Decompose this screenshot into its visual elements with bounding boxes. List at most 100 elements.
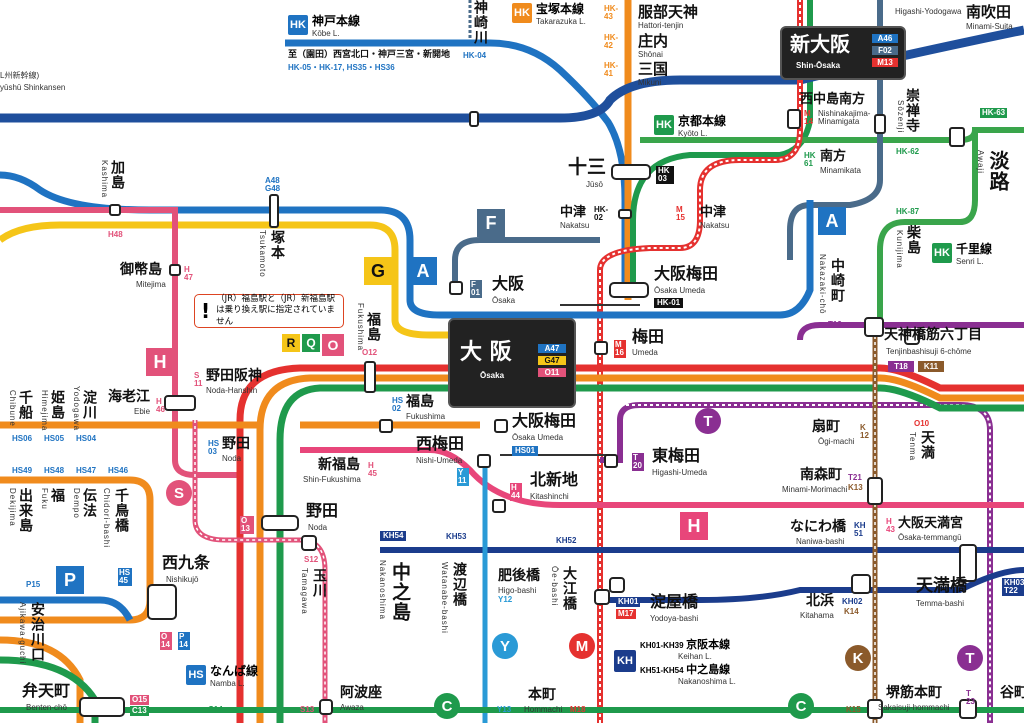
awaji-en: Awaji (976, 150, 985, 174)
yodoyabashi-name: 淀屋橋 (650, 592, 699, 611)
line-a2-badge: A (818, 207, 846, 235)
hattori-name: 服部天神 (638, 3, 699, 21)
line-p-badge: P (56, 566, 84, 594)
nishinakajima-code: M 14 (804, 109, 813, 126)
hankyu-kobe-line (285, 39, 629, 290)
line-h-badge: H (146, 348, 174, 376)
denpo-code: HS47 (76, 466, 97, 475)
kobe-line-name: 神戸本線 (312, 14, 361, 28)
sozenji-name: 崇禅寺 (904, 88, 920, 133)
ogimachi-code: K 12 (860, 423, 869, 440)
bentencho-name: 弁天町 (22, 681, 71, 700)
warning-icon: ! (201, 299, 211, 323)
shin-osaka-en: Shin-Ōsaka (796, 61, 841, 70)
watanabebashi-en: Watanabe-bashi (440, 562, 449, 634)
keihan-nakanoshima-codes: KH51-KH54 (640, 666, 684, 675)
c14-code: C14 (208, 705, 223, 714)
kobe-line-name-en: Kōbe L. (312, 29, 340, 38)
naniwabashi-name: なにわ橋 (790, 519, 846, 535)
juso-code: HK 03 (656, 166, 674, 184)
keihan-main-codes: KH01-KH39 (640, 641, 684, 650)
kobe-line-badge: HK (288, 15, 308, 35)
oebashi-code: KH52 (556, 536, 577, 545)
nishikujo-code: HS 45 (118, 568, 132, 586)
fuku-code: HS48 (44, 466, 65, 475)
kunijima-name: 柴島 (905, 225, 921, 255)
sakaisujihonmachi-code-k: K15 (846, 705, 861, 714)
tenma-code: O10 (914, 419, 930, 428)
line-g-badge: G (364, 257, 392, 285)
higashiumeda-name: 東梅田 (652, 446, 701, 465)
takarazuka-line-badge: HK (512, 3, 532, 23)
himejima-en: Himejima (40, 390, 49, 432)
kitahama-code-k: K14 (844, 607, 859, 616)
jr-gakken-line (300, 447, 1024, 508)
tamagawa-name: 玉川 (311, 568, 327, 598)
minamimorimachi-code-t: T21 (848, 473, 862, 482)
nishikujo-en: Nishikujō (166, 575, 199, 584)
umeda-m-code: M 16 (614, 340, 626, 358)
jr-loop-green (276, 384, 1024, 723)
shinkansen-label: L州新幹線) (0, 71, 40, 80)
senri-line-name: 千里線 (956, 242, 993, 256)
shinfukushima-code: H 45 (368, 461, 377, 478)
mitejima-code: H 47 (184, 265, 193, 282)
yodogawa-en: Yodogawa (72, 386, 81, 432)
sozenji-en: Sōzenji (896, 100, 905, 134)
kobe-destination-codes: HK-05・HK-17, HS35・HS36 (288, 63, 395, 72)
shin-osaka-station-box[interactable]: 新大阪 Shin-Ōsaka A46 F02 M13 (780, 26, 906, 80)
bentencho-en: Benten-chō (26, 703, 67, 712)
shinfukushima-en: Shin-Fukushima (303, 475, 361, 484)
namba-line-badge: HS (186, 665, 206, 685)
denpo-name: 伝法 (81, 488, 97, 518)
nishinakajima-en: Nishinakajima-Minamigata (818, 109, 871, 126)
mikuni-name: 三国 (638, 60, 669, 78)
line-c-badge: C (434, 693, 460, 719)
fukushima-hs-name: 福島 (406, 394, 434, 410)
takarazuka-line-name: 宝塚本線 (536, 2, 585, 16)
kanzakigawa-label: 神崎川 (472, 0, 488, 45)
osaka-umeda-hk-en: Ōsaka Umeda (654, 286, 706, 295)
osaka-umeda-hs-name: 大阪梅田 (512, 411, 577, 430)
awaza-code: S13 (300, 705, 315, 714)
sakaisujihonmachi-name: 堺筋本町 (886, 685, 942, 701)
bentencho-code-c: C13 (130, 706, 149, 716)
dekijima-code: HS49 (12, 466, 33, 475)
shinfukushima-name: 新福島 (318, 457, 360, 473)
mitejima-en: Mitejima (136, 280, 166, 289)
noda-hs-en: Noda (222, 454, 242, 463)
chibune-en: Chibune (8, 390, 17, 427)
nakanoshima-name: 中之島 (389, 562, 411, 622)
tanimachi4-name: 谷町 (1000, 685, 1024, 701)
tanimachi4-code: T 23 (966, 689, 975, 706)
juso-en: Jūsō (586, 180, 603, 189)
o14-code: O 14 (160, 632, 172, 650)
kanzakigawa-code: HK-04 (463, 51, 487, 60)
awaza-name: 阿波座 (340, 685, 382, 701)
osaka-umeda-hk-marker (609, 282, 649, 298)
osaka-station-box[interactable]: 大 阪 Ōsaka A47 G47 O11 (448, 318, 576, 408)
minamimorimachi-name: 南森町 (800, 467, 842, 483)
osakatenmangu-code: H 43 (886, 517, 895, 534)
fukushima-hs-en: Fukushima (406, 412, 446, 421)
osakatenmangu-en: Ōsaka-temmangū (898, 533, 962, 542)
kunijima-en: Kunijima (895, 230, 904, 269)
nakatsu-m-name: 中津 (700, 205, 727, 220)
ajikawaguchi-name: 安治川口 (29, 602, 45, 662)
watanabebashi-name: 渡辺橋 (451, 562, 467, 607)
kitahama-code-kh: KH02 (842, 597, 863, 606)
keihan-line-badge: KH (614, 650, 636, 672)
line-h2-badge: H (680, 512, 708, 540)
keihan-nakanoshima-en: Nakanoshima L. (678, 677, 736, 686)
kyoto-line-name: 京都本線 (678, 114, 727, 128)
nakanoshima-en: Nakanoshima (378, 560, 387, 620)
himejima-name: 姫島 (49, 390, 65, 420)
tamagawa-code: S12 (304, 555, 319, 564)
tamagawa-en: Tamagawa (300, 568, 309, 615)
keihan-main-en: Keihan L. (678, 652, 712, 661)
nakazakicho-code: T19 (828, 320, 842, 329)
